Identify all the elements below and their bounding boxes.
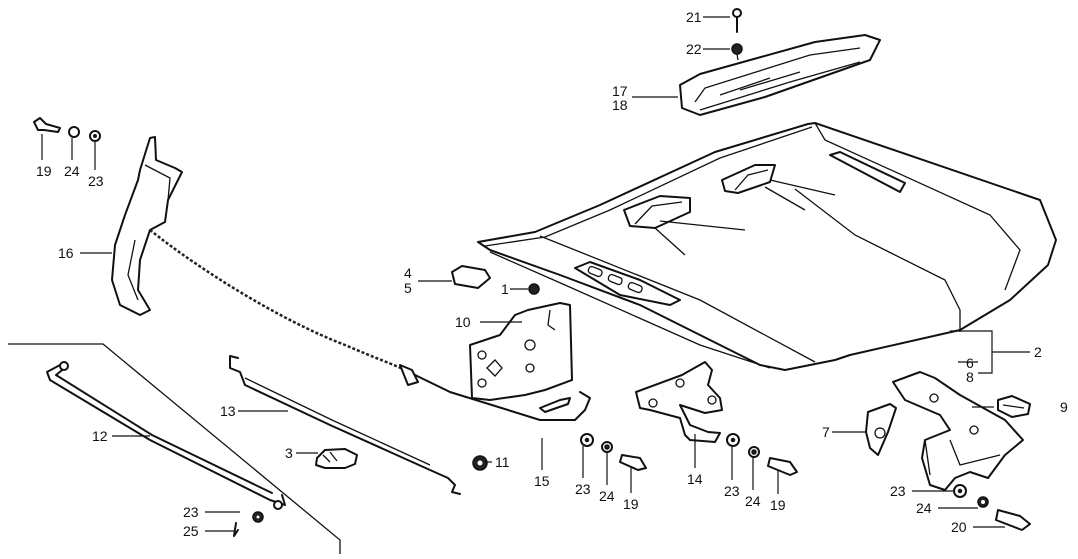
callout-9[interactable]: 9 (1060, 399, 1068, 415)
section-boundary (8, 343, 341, 554)
callout-10[interactable]: 10 (455, 314, 471, 330)
washer-23-rod[interactable] (252, 511, 264, 523)
callout-23-right[interactable]: 23 (890, 483, 906, 499)
callout-22[interactable]: 22 (686, 41, 702, 57)
bolt-19-hinge[interactable] (767, 457, 798, 476)
grommet-22[interactable] (731, 43, 743, 61)
clip-1[interactable] (528, 283, 540, 295)
hinge-left-14[interactable] (635, 361, 723, 443)
callout-23-latch[interactable]: 23 (575, 481, 591, 497)
callout-25[interactable]: 25 (183, 523, 199, 539)
clip-3[interactable] (315, 448, 358, 469)
callout-13[interactable]: 13 (220, 403, 236, 419)
callout-19-latch[interactable]: 19 (623, 496, 639, 512)
hood-release-handle[interactable] (111, 136, 183, 316)
callout-6[interactable]: 6 (966, 355, 974, 371)
callout-16[interactable]: 16 (58, 245, 74, 261)
callout-23-handle[interactable]: 23 (88, 173, 104, 189)
callout-24-right[interactable]: 24 (916, 500, 932, 516)
callout-8[interactable]: 8 (966, 369, 974, 385)
callout-23-hinge[interactable]: 23 (724, 483, 740, 499)
lock-washer-24-latch[interactable] (601, 441, 613, 453)
callout-19-hinge[interactable]: 19 (770, 497, 786, 513)
callout-4[interactable]: 4 (404, 265, 412, 281)
callout-12[interactable]: 12 (92, 428, 108, 444)
callout-5[interactable]: 5 (404, 280, 412, 296)
nut-11[interactable] (472, 455, 488, 471)
callout-21[interactable]: 21 (686, 9, 702, 25)
callout-24-hinge[interactable]: 24 (745, 493, 761, 509)
callout-23-rod[interactable]: 23 (183, 504, 199, 520)
callout-20[interactable]: 20 (951, 519, 967, 535)
lock-washer-24-right[interactable] (977, 496, 989, 508)
hood-panel[interactable] (477, 122, 1057, 371)
bolt-19-handle[interactable] (33, 117, 61, 133)
hinge-right-6-8[interactable] (892, 371, 1024, 491)
bumper-4-5[interactable] (451, 265, 491, 289)
washer-23-right[interactable] (953, 484, 967, 498)
washer-23-latch[interactable] (580, 433, 594, 447)
hood-scoop[interactable] (679, 34, 881, 116)
hood-latch[interactable] (469, 302, 573, 401)
callout-3[interactable]: 3 (285, 445, 293, 461)
callout-18[interactable]: 18 (612, 97, 628, 113)
washer-23-hinge[interactable] (726, 433, 740, 447)
callout-24-latch[interactable]: 24 (599, 488, 615, 504)
release-cable[interactable] (149, 229, 591, 421)
lock-washer-24-hinge[interactable] (748, 446, 760, 458)
callout-11[interactable]: 11 (495, 454, 510, 470)
bracket-7[interactable] (865, 403, 897, 456)
callout-19-handle[interactable]: 19 (36, 163, 52, 179)
washer-23-handle[interactable] (89, 130, 101, 142)
bumper-9[interactable] (997, 395, 1031, 418)
bolt-20[interactable] (995, 509, 1031, 531)
screw-21[interactable] (732, 8, 742, 33)
callout-7[interactable]: 7 (822, 424, 830, 440)
callout-24-handle[interactable]: 24 (64, 163, 80, 179)
pin-25[interactable] (233, 522, 239, 537)
callout-2[interactable]: 2 (1034, 344, 1042, 360)
support-rod-13[interactable] (229, 355, 461, 495)
lock-washer-24-handle[interactable] (68, 126, 80, 138)
bolt-19-latch[interactable] (619, 454, 647, 471)
leader-lines (41, 16, 1030, 532)
callout-1[interactable]: 1 (501, 281, 509, 297)
support-rod-12[interactable] (46, 361, 286, 510)
callout-15[interactable]: 15 (534, 473, 550, 489)
callout-17[interactable]: 17 (612, 83, 628, 99)
callout-14[interactable]: 14 (687, 471, 703, 487)
